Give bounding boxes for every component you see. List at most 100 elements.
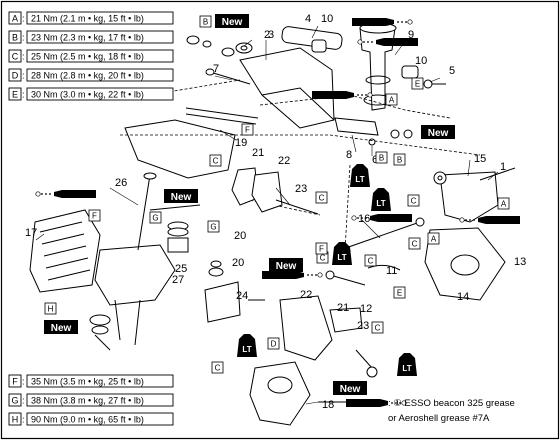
grease-icon — [352, 18, 413, 26]
torque-tag-d: D — [267, 337, 280, 350]
callout-19: 19 — [235, 137, 247, 149]
torque-tag-c: C — [371, 321, 384, 334]
callout-20: 20 — [232, 257, 244, 269]
callout-18: 18 — [322, 399, 334, 411]
torque-value: 21 Nm (2.1 m • kg, 15 ft • lb) — [31, 14, 144, 24]
torque-key: C — [12, 52, 19, 62]
torque-key: H — [12, 415, 19, 425]
part-steering-bracket — [359, 27, 396, 111]
part-steering-arm — [424, 227, 506, 301]
svg-text::: : — [22, 71, 25, 81]
loctite-badge: LT — [397, 353, 417, 376]
grease-icon — [262, 271, 323, 279]
svg-text::: : — [22, 90, 25, 100]
grease-symbols — [35, 18, 520, 279]
svg-text:LT: LT — [402, 364, 411, 373]
svg-text:B: B — [397, 156, 402, 165]
svg-text:LT: LT — [355, 175, 364, 184]
new-badge: New — [215, 14, 249, 28]
svg-text::: : — [22, 52, 25, 62]
callout-23: 23 — [295, 183, 307, 195]
torque-key: B — [12, 33, 18, 43]
torque-tag-a: A — [497, 197, 510, 210]
callout-3: 3 — [268, 29, 274, 41]
torque-spec-f: F:35 Nm (3.5 m • kg, 25 ft • lb) — [8, 374, 174, 388]
callout-26: 26 — [115, 177, 127, 189]
torque-key: E — [12, 90, 18, 100]
torque-tag-b: B — [375, 151, 388, 164]
torque-tag-e: E — [411, 77, 424, 90]
callout-10: 10 — [415, 55, 427, 67]
torque-spec-h: H:90 Nm (9.0 m • kg, 65 ft • lb) — [8, 412, 174, 426]
callout-1: 1 — [500, 161, 506, 173]
torque-spec-a: A:21 Nm (2.1 m • kg, 15 ft • lb) — [8, 11, 174, 25]
callout-23: 23 — [357, 320, 369, 332]
callout-22: 22 — [278, 155, 290, 167]
grease-icon — [312, 91, 373, 99]
new-badge: New — [421, 125, 455, 139]
torque-tag-b: B — [393, 153, 406, 166]
callout-14: 14 — [457, 291, 469, 303]
svg-text:LT: LT — [376, 199, 385, 208]
svg-text::: : — [22, 415, 25, 425]
new-badge: New — [269, 258, 303, 272]
torque-key: G — [11, 396, 18, 406]
svg-text:E: E — [397, 289, 402, 298]
svg-text:LT: LT — [242, 345, 251, 354]
torque-value: 35 Nm (3.5 m • kg, 25 ft • lb) — [31, 377, 144, 387]
torque-spec-table-bottom: F:35 Nm (3.5 m • kg, 25 ft • lb)G:38 Nm … — [8, 374, 174, 426]
callout-24: 24 — [236, 290, 248, 302]
callout-4: 4 — [305, 13, 311, 25]
part-swivel-bracket — [239, 47, 335, 129]
svg-text::: : — [22, 33, 25, 43]
new-badge: New — [164, 189, 198, 203]
callout-10: 10 — [321, 13, 333, 25]
svg-text:C: C — [375, 324, 381, 333]
torque-tag-f: F — [241, 123, 254, 136]
svg-text::: : — [22, 396, 25, 406]
torque-tag-e: E — [393, 286, 406, 299]
leader-lines — [35, 25, 499, 405]
callout-12: 12 — [360, 303, 372, 315]
torque-key: A — [12, 14, 18, 24]
callout-15: 15 — [474, 153, 486, 165]
svg-text:LT: LT — [337, 253, 346, 262]
loctite-badge: LT — [371, 188, 391, 211]
callout-21: 21 — [252, 147, 264, 159]
callout-8: 8 — [346, 149, 352, 161]
svg-text:C: C — [213, 157, 219, 166]
svg-text:F: F — [319, 245, 324, 254]
callout-13: 13 — [514, 256, 526, 268]
grease-icon — [346, 399, 407, 407]
torque-tag-c: C — [315, 191, 328, 204]
torque-tag-f: F — [88, 209, 101, 222]
callout-21: 21 — [337, 302, 349, 314]
torque-value: 23 Nm (2.3 m • kg, 17 ft • lb) — [31, 33, 144, 43]
grease-icon — [459, 216, 520, 224]
svg-text:G: G — [152, 214, 158, 223]
loctite-badge: LT — [237, 334, 257, 357]
callout-16: 16 — [358, 213, 370, 225]
callout-2: 2 — [264, 29, 270, 41]
callout-27: 27 — [172, 274, 184, 286]
svg-text:G: G — [210, 223, 216, 232]
svg-text:New: New — [171, 192, 192, 203]
loctite-badges: LT LT LT LT LT — [237, 164, 417, 376]
grease-icon — [35, 190, 96, 198]
torque-spec-table-top: A:21 Nm (2.1 m • kg, 15 ft • lb)B:23 Nm … — [8, 11, 174, 101]
grease-icon — [351, 214, 412, 222]
callout-17: 17 — [25, 227, 37, 239]
grease-icon — [357, 38, 418, 46]
torque-tag-c: C — [209, 154, 222, 167]
callout-6: 6 — [372, 154, 378, 166]
svg-text:C: C — [412, 240, 418, 249]
svg-text:B: B — [379, 154, 384, 163]
grease-legend: : ① ESSO beacon 325 grease or Aeroshell … — [346, 398, 515, 424]
svg-text:C: C — [319, 194, 325, 203]
callout-5: 5 — [449, 65, 455, 77]
torque-value: 28 Nm (2.8 m • kg, 20 ft • lb) — [31, 71, 144, 81]
torque-tag-c: C — [211, 361, 224, 374]
torque-value: 90 Nm (9.0 m • kg, 65 ft • lb) — [31, 415, 144, 425]
